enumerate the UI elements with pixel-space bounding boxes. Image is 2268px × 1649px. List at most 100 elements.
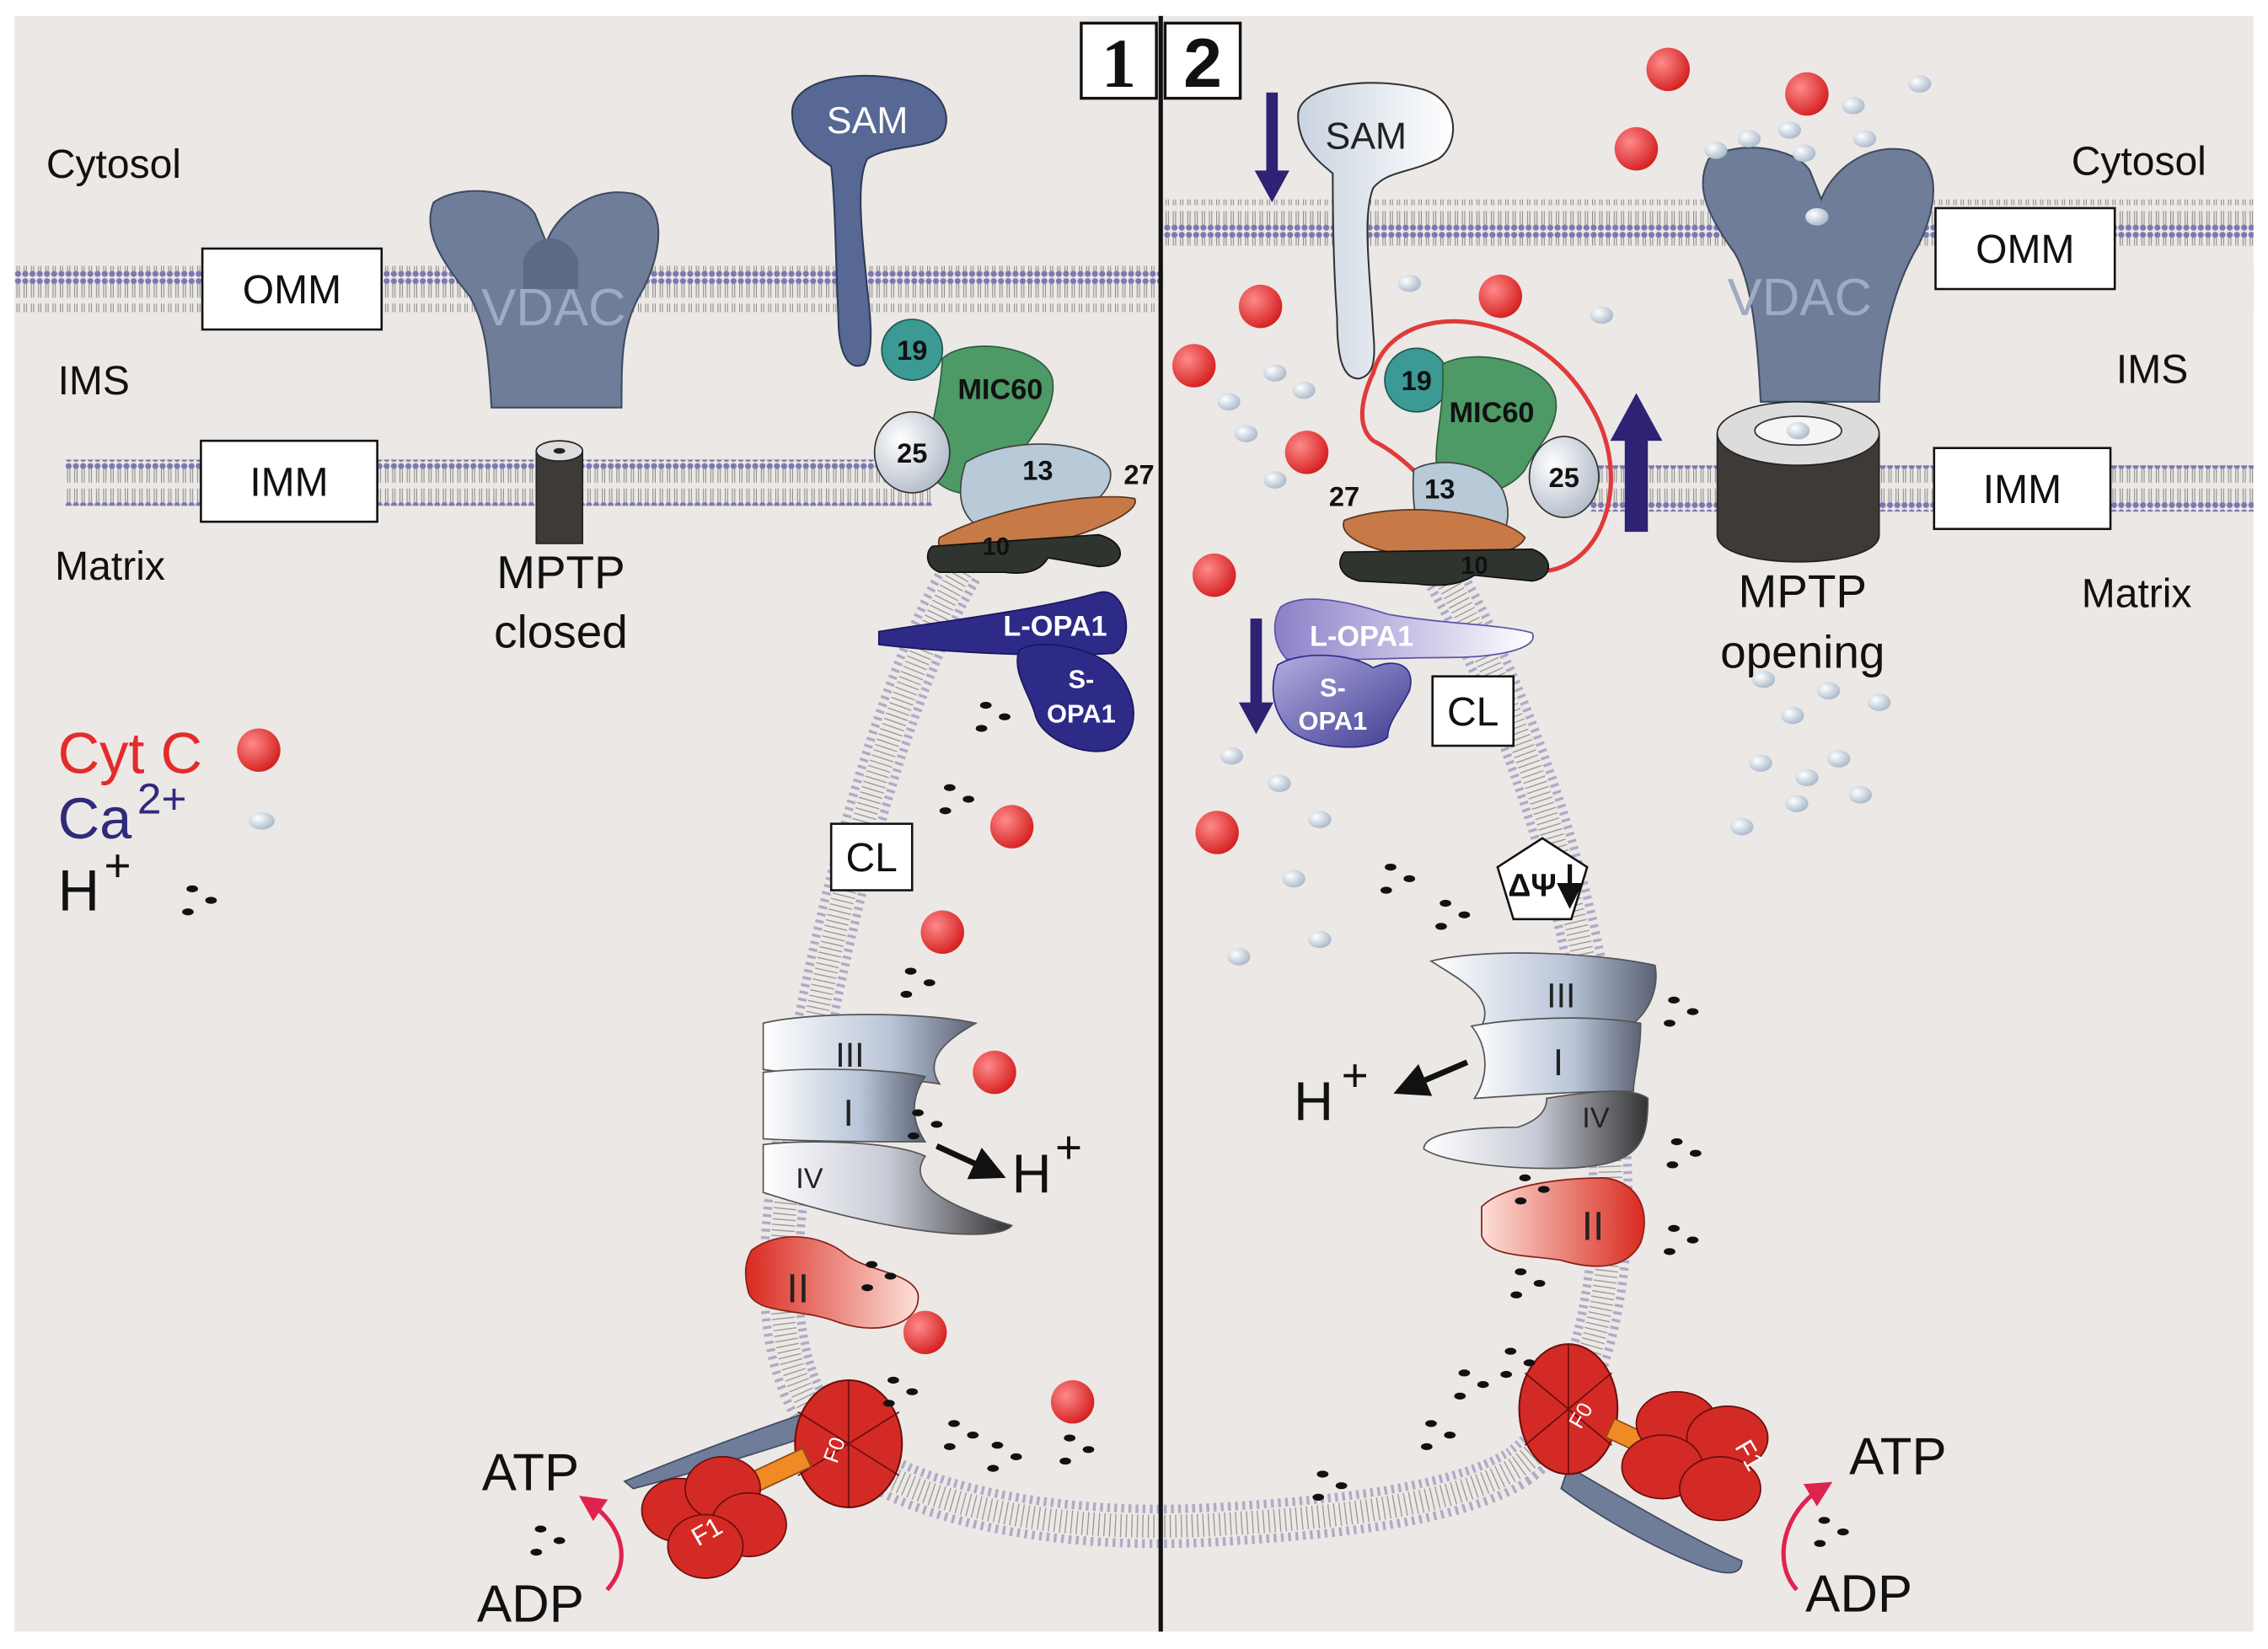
proton-dot <box>906 1388 919 1395</box>
complex-iii-right-label: III <box>1547 976 1575 1015</box>
panel-number-box-1 <box>1080 21 1158 100</box>
proton-dot <box>999 713 1011 720</box>
s-opa1-right-label-1: S- <box>1320 673 1346 703</box>
opa1-down-arrow <box>1238 618 1274 735</box>
proton-dot <box>1500 1371 1512 1379</box>
calcium-ion-particle <box>1292 381 1316 399</box>
label-cytosol-right: Cytosol <box>2072 140 2206 185</box>
cytochrome-c-particles <box>903 47 1829 1424</box>
calcium-ion-particle <box>1737 130 1761 147</box>
mptp-opening-channel <box>1716 432 1880 563</box>
legend-h-symbol <box>182 885 217 916</box>
proton-dot <box>1686 1236 1699 1244</box>
adp-label-left: ADP <box>477 1575 584 1633</box>
mic25-right <box>1528 436 1600 518</box>
complex-ii-right-label: II <box>1582 1205 1605 1250</box>
proton-dot <box>1454 1392 1466 1400</box>
proton-dot <box>1666 1161 1679 1169</box>
mptp-state-right: opening <box>1720 625 1885 677</box>
proton-dot <box>1814 1539 1826 1547</box>
s-opa1-left-label-1: S- <box>1068 664 1094 693</box>
cyt-c-particle <box>1192 553 1236 597</box>
calcium-ion-particle <box>1749 754 1772 772</box>
atp-synthase-f1-right <box>1621 1390 1769 1522</box>
calcium-ion-particle <box>1795 768 1819 787</box>
l-opa1-right <box>1273 598 1534 661</box>
sam-right-label: SAM <box>1325 116 1407 158</box>
proton-dot <box>1420 1443 1433 1450</box>
cyt-c-particle <box>920 910 964 955</box>
mptp-label-right: MPTP <box>1739 565 1867 617</box>
proton-dot <box>1670 1138 1683 1146</box>
mic10-right-label: 10 <box>1461 553 1488 580</box>
proton-dot <box>939 807 952 815</box>
cl-left-label: CL <box>846 836 898 881</box>
proton-dot <box>904 967 917 975</box>
cyt-c-particle <box>1478 274 1523 319</box>
label-matrix-left: Matrix <box>55 544 165 589</box>
calcium-ion-particle <box>1397 274 1421 292</box>
proton-flux-left-h: H <box>1012 1143 1052 1204</box>
atp-synthase-stator-right <box>1560 1465 1743 1574</box>
mic25-left <box>873 410 951 494</box>
vdac-left-label: VDAC <box>481 279 626 337</box>
proton-dot <box>1836 1528 1849 1536</box>
label-ims-left: IMS <box>58 359 130 404</box>
legend-ca-label: Ca <box>58 786 133 851</box>
calcium-ion-particle <box>1816 682 1841 700</box>
proton-dot <box>1515 1197 1527 1205</box>
mptp-state-left: closed <box>494 605 628 657</box>
label-cytosol-left: Cytosol <box>46 142 181 187</box>
label-ims-right: IMS <box>2116 348 2188 393</box>
vdac-right-label: VDAC <box>1728 269 1873 327</box>
atp-synthase-f1-left <box>641 1456 787 1579</box>
proton-dot <box>923 979 936 987</box>
calcium-ion-particle <box>1263 471 1287 489</box>
atp-synthase-f0-right <box>1518 1343 1619 1475</box>
cl-box-left <box>829 822 914 891</box>
l-opa1-left <box>877 591 1128 656</box>
proton-dot <box>887 1376 899 1384</box>
proton-dot <box>1689 1149 1702 1157</box>
proton-dot <box>1425 1420 1437 1427</box>
complex-ii-left-label: II <box>786 1266 809 1311</box>
proton-dot <box>1010 1453 1022 1460</box>
complex-ii-left <box>744 1235 920 1329</box>
calcium-ion-particle <box>1792 144 1816 163</box>
sam-right <box>1297 82 1455 380</box>
proton-arrow-left <box>935 1143 1006 1180</box>
calcium-ion-particle <box>1308 811 1332 828</box>
imm-label-left: IMM <box>249 460 328 505</box>
atp-production-arrow-right <box>1781 1481 1833 1592</box>
mic60-right <box>1435 356 1558 495</box>
mic13-left-label: 13 <box>1022 455 1053 485</box>
proton-dot <box>866 1261 878 1268</box>
mptp-closed-channel <box>535 450 584 544</box>
omm-label-box-left <box>201 247 383 331</box>
proton-dot <box>1818 1517 1831 1524</box>
mic60-left-label: MIC60 <box>957 373 1043 405</box>
calcium-ion-particle <box>1842 96 1865 115</box>
proton-dot <box>1686 1008 1699 1015</box>
complex-iv-right <box>1423 1090 1649 1170</box>
mptp-closed-pore <box>553 447 566 454</box>
mic25-left-label: 25 <box>897 438 927 468</box>
panel-number-1: 1 <box>1102 25 1136 102</box>
cl-right-label: CL <box>1447 690 1499 735</box>
proton-dot <box>1510 1291 1523 1298</box>
l-opa1-right-label: L-OPA1 <box>1310 621 1413 653</box>
omm-label-left: OMM <box>243 268 341 313</box>
mic27-left-label: 27 <box>1123 460 1154 490</box>
micos-highlight-outline <box>1359 319 1613 574</box>
proton-dot <box>948 1420 960 1427</box>
l-opa1-left-label: L-OPA1 <box>1003 611 1107 643</box>
delta-psi-label: ΔΨ <box>1508 867 1557 902</box>
mic10-left <box>926 533 1122 574</box>
calcium-ion-particle <box>1308 930 1332 949</box>
mic13-right-label: 13 <box>1424 474 1455 505</box>
legend-ca-symbol <box>248 811 275 830</box>
vdac-left <box>429 190 660 409</box>
panel-number-2: 2 <box>1183 24 1222 102</box>
